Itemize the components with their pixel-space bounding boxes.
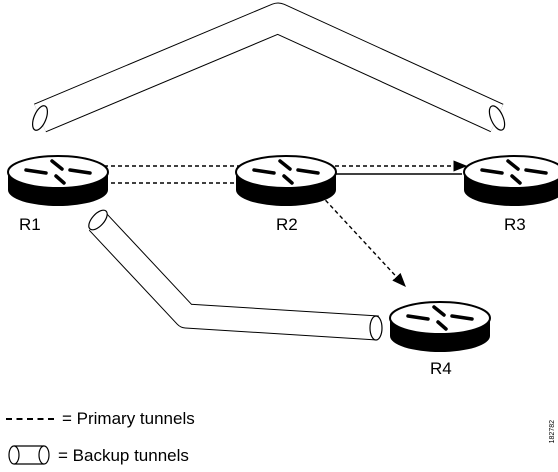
backup-tunnel-r1-r4 — [88, 209, 383, 341]
router-r2-label: R2 — [276, 215, 298, 234]
legend-primary: = Primary tunnels — [6, 410, 195, 427]
router-r2-icon — [235, 155, 337, 206]
legend-backup-label: = Backup tunnels — [58, 445, 189, 465]
backup-tunnel-r1-r3 — [32, 2, 506, 133]
router-r3-icon — [463, 155, 558, 206]
router-r4-label: R4 — [430, 359, 452, 378]
tube-icon — [8, 445, 50, 465]
legend-primary-label: = Primary tunnels — [62, 409, 195, 428]
figure-id: 182782 — [549, 420, 556, 444]
primary-tunnels — [104, 160, 468, 288]
primary-tunnel-r2-r4 — [315, 189, 406, 288]
router-r1-label: R1 — [19, 215, 41, 234]
router-r4-icon — [389, 301, 491, 352]
legend-backup: = Backup tunnels — [6, 444, 189, 466]
router-r3-label: R3 — [504, 215, 526, 234]
dashed-line-icon — [6, 417, 54, 420]
router-r1-icon — [7, 155, 109, 206]
